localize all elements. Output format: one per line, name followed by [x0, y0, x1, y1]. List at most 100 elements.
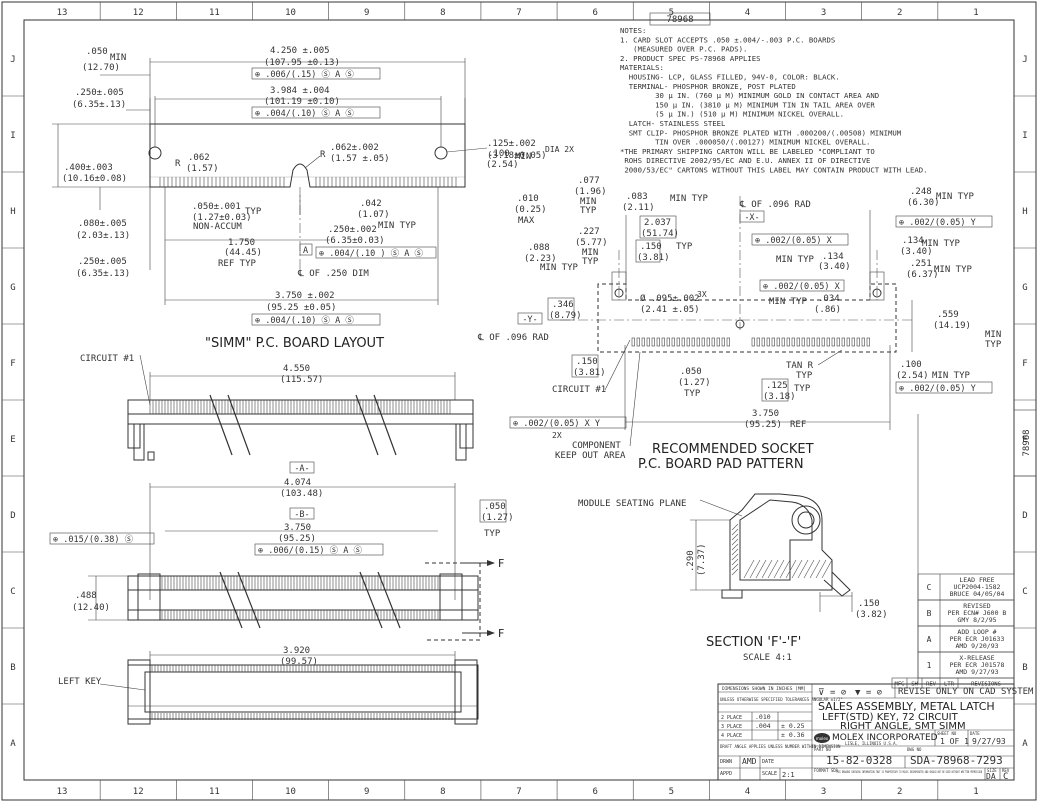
pp-3750: 3.750	[752, 409, 779, 419]
pp-559-min: MIN	[985, 330, 1001, 340]
pp-095: Ø .095±.002	[640, 293, 700, 304]
tb-part-label: PART NO	[814, 747, 831, 752]
pp-559-typ: TYP	[985, 340, 1002, 350]
dim-r-label: R	[320, 150, 326, 160]
rev-text3: GMY 8/2/95	[957, 616, 996, 624]
pp-227-mm: (5.77)	[575, 238, 608, 248]
tb-rev: C	[1003, 772, 1008, 782]
tb-proj: ⊽ = ⊘	[818, 688, 846, 698]
pp-251-mm: (6.37)	[906, 270, 939, 280]
border-col-top-7: 7	[516, 8, 521, 18]
dim-042: .042	[360, 199, 382, 209]
tb-format: FORMAT SDA	[814, 768, 839, 773]
pp-tanr-typ: TYP	[796, 371, 813, 381]
pp-datum-x: -X-	[744, 213, 759, 223]
dim-4250-mm: (107.95 ±0.13)	[264, 58, 340, 68]
dim-050b: .050±.001	[192, 202, 241, 212]
pp-248-mm: (6.30)	[907, 198, 940, 208]
tb-appd-label: APPD	[720, 771, 732, 777]
fc-4250: ⊕ .006/(.15) Ⓢ A Ⓢ	[255, 70, 354, 80]
tb-size-label: SIZE	[987, 768, 997, 773]
top-drawing-number: 78968	[649, 12, 711, 26]
pp-keepout1: COMPONENT	[572, 441, 621, 451]
dim-050-side: .050	[484, 502, 506, 512]
pp-077-min: MIN	[580, 197, 596, 207]
fc-3750-side: ⊕ .006/(0.15) Ⓢ A Ⓢ	[258, 546, 362, 556]
pp-083: .083	[626, 192, 648, 202]
pp-559: .559	[937, 310, 959, 320]
dim-3750-side-mm: (95.25)	[278, 534, 316, 544]
pp-077-mm: (1.96)	[574, 187, 607, 197]
pp-fc2x-2x: 2X	[552, 431, 562, 440]
dim-3750-side: 3.750	[284, 523, 311, 533]
dim-488: .488	[75, 591, 97, 601]
pp-134b: .134	[822, 252, 844, 262]
pp-346: .346	[552, 300, 574, 310]
dim-4550-mm: (115.57)	[280, 375, 323, 385]
border-col-bottom-2: 2	[897, 787, 902, 797]
rev-letter: 1	[927, 661, 932, 670]
border-col-top-13: 13	[57, 8, 68, 18]
note-line: (5 μ IN.) (510 μ M) MINIMUM NICKEL OVERA…	[620, 110, 844, 119]
border-col-top-6: 6	[592, 8, 597, 18]
tol-mm: ± 0.36	[781, 731, 805, 739]
tol-inch: .004	[755, 722, 771, 730]
socket-bottom-view	[99, 651, 479, 725]
pp-050: .050	[680, 367, 702, 377]
dim-050-min: .050	[86, 47, 108, 57]
tb-scale-val: 2:1	[782, 771, 795, 779]
border-row-left-B: B	[10, 663, 15, 673]
rev-text2: PER ECR J01633	[950, 635, 1005, 643]
pp-fcx: ⊕ .002/(0.05) X	[755, 236, 833, 246]
pp-title2: P.C. BOARD PAD PATTERN	[638, 457, 804, 472]
dim-3750: 3.750 ±.002	[275, 291, 335, 301]
pp-100-min: MIN TYP	[932, 371, 971, 381]
pp-134a-min: MIN TYP	[922, 239, 961, 249]
pp-227-min: MIN	[582, 248, 598, 258]
pp-125: .125	[766, 381, 788, 391]
tb-sheet: 1 OF 1	[940, 737, 969, 746]
dim-3984-mm: (101.19 ±0.10)	[264, 97, 340, 107]
dim-3984: 3.984 ±.004	[270, 86, 330, 96]
pp-134b-mm: (3.40)	[818, 262, 851, 272]
rev-text1: REVISED	[963, 602, 990, 610]
note-line: (MEASURED OVER P.C. PADS).	[620, 45, 747, 54]
dim-050-side-typ: TYP	[484, 529, 501, 539]
pp-050-mm: (1.27)	[678, 378, 711, 388]
dim-1750: 1.750	[228, 238, 255, 248]
border-row-left-J: J	[10, 55, 15, 65]
pp-fc2x: ⊕ .002/(0.05) X Y	[513, 419, 600, 429]
tb-title3: RIGHT ANGLE, SMT SIMM	[840, 721, 966, 732]
pp-3750-mm: (95.25)	[744, 420, 782, 430]
note-line: HOUSING- LCP, GLASS FILLED, 94V-0, COLOR…	[620, 73, 840, 82]
section-f-bottom: F	[498, 627, 504, 640]
pp-077-typ: TYP	[580, 206, 597, 216]
dim-080-mm: (2.03±.13)	[76, 231, 130, 241]
pp-248-min: MIN TYP	[936, 192, 975, 202]
border-col-bottom-11: 11	[209, 787, 220, 797]
dim-1750-mm: (44.45)	[224, 248, 262, 258]
border-row-right-F: F	[1022, 359, 1027, 369]
datum-a: -A-	[294, 464, 309, 474]
rev-text2: PER ECN# J600 B	[948, 609, 1007, 617]
simm-layout-title: "SIMM" P.C. BOARD LAYOUT	[205, 336, 384, 351]
pp-227: .227	[578, 227, 600, 237]
tb-scale-label: SCALE	[762, 771, 777, 777]
pp-3750-ref: REF	[790, 420, 806, 430]
dim-400-mm: (10.16±0.08)	[62, 174, 127, 184]
section-ff: MODULE SEATING PLANE .290 (7.37) .150 (3…	[578, 493, 888, 663]
pp-134a-mm: (3.40)	[900, 247, 933, 257]
tb-dwg: SDA-78968-7293	[910, 754, 1003, 767]
border-row-right-E: E	[1022, 435, 1027, 445]
pp-134a: .134	[902, 236, 924, 246]
pp-150-typ: TYP	[676, 242, 693, 252]
dim-4250: 4.250 ±.005	[270, 46, 330, 56]
dim-062-mm: (1.57)	[186, 164, 219, 174]
dim-050-min-mm: (12.70)	[82, 63, 120, 73]
border-col-bottom-3: 3	[821, 787, 826, 797]
border-col-bottom-7: 7	[516, 787, 521, 797]
border-col-top-9: 9	[364, 8, 369, 18]
border-row-right-H: H	[1022, 207, 1027, 217]
border-col-bottom-9: 9	[364, 787, 369, 797]
tb-rev-label: REV	[1002, 768, 1010, 773]
